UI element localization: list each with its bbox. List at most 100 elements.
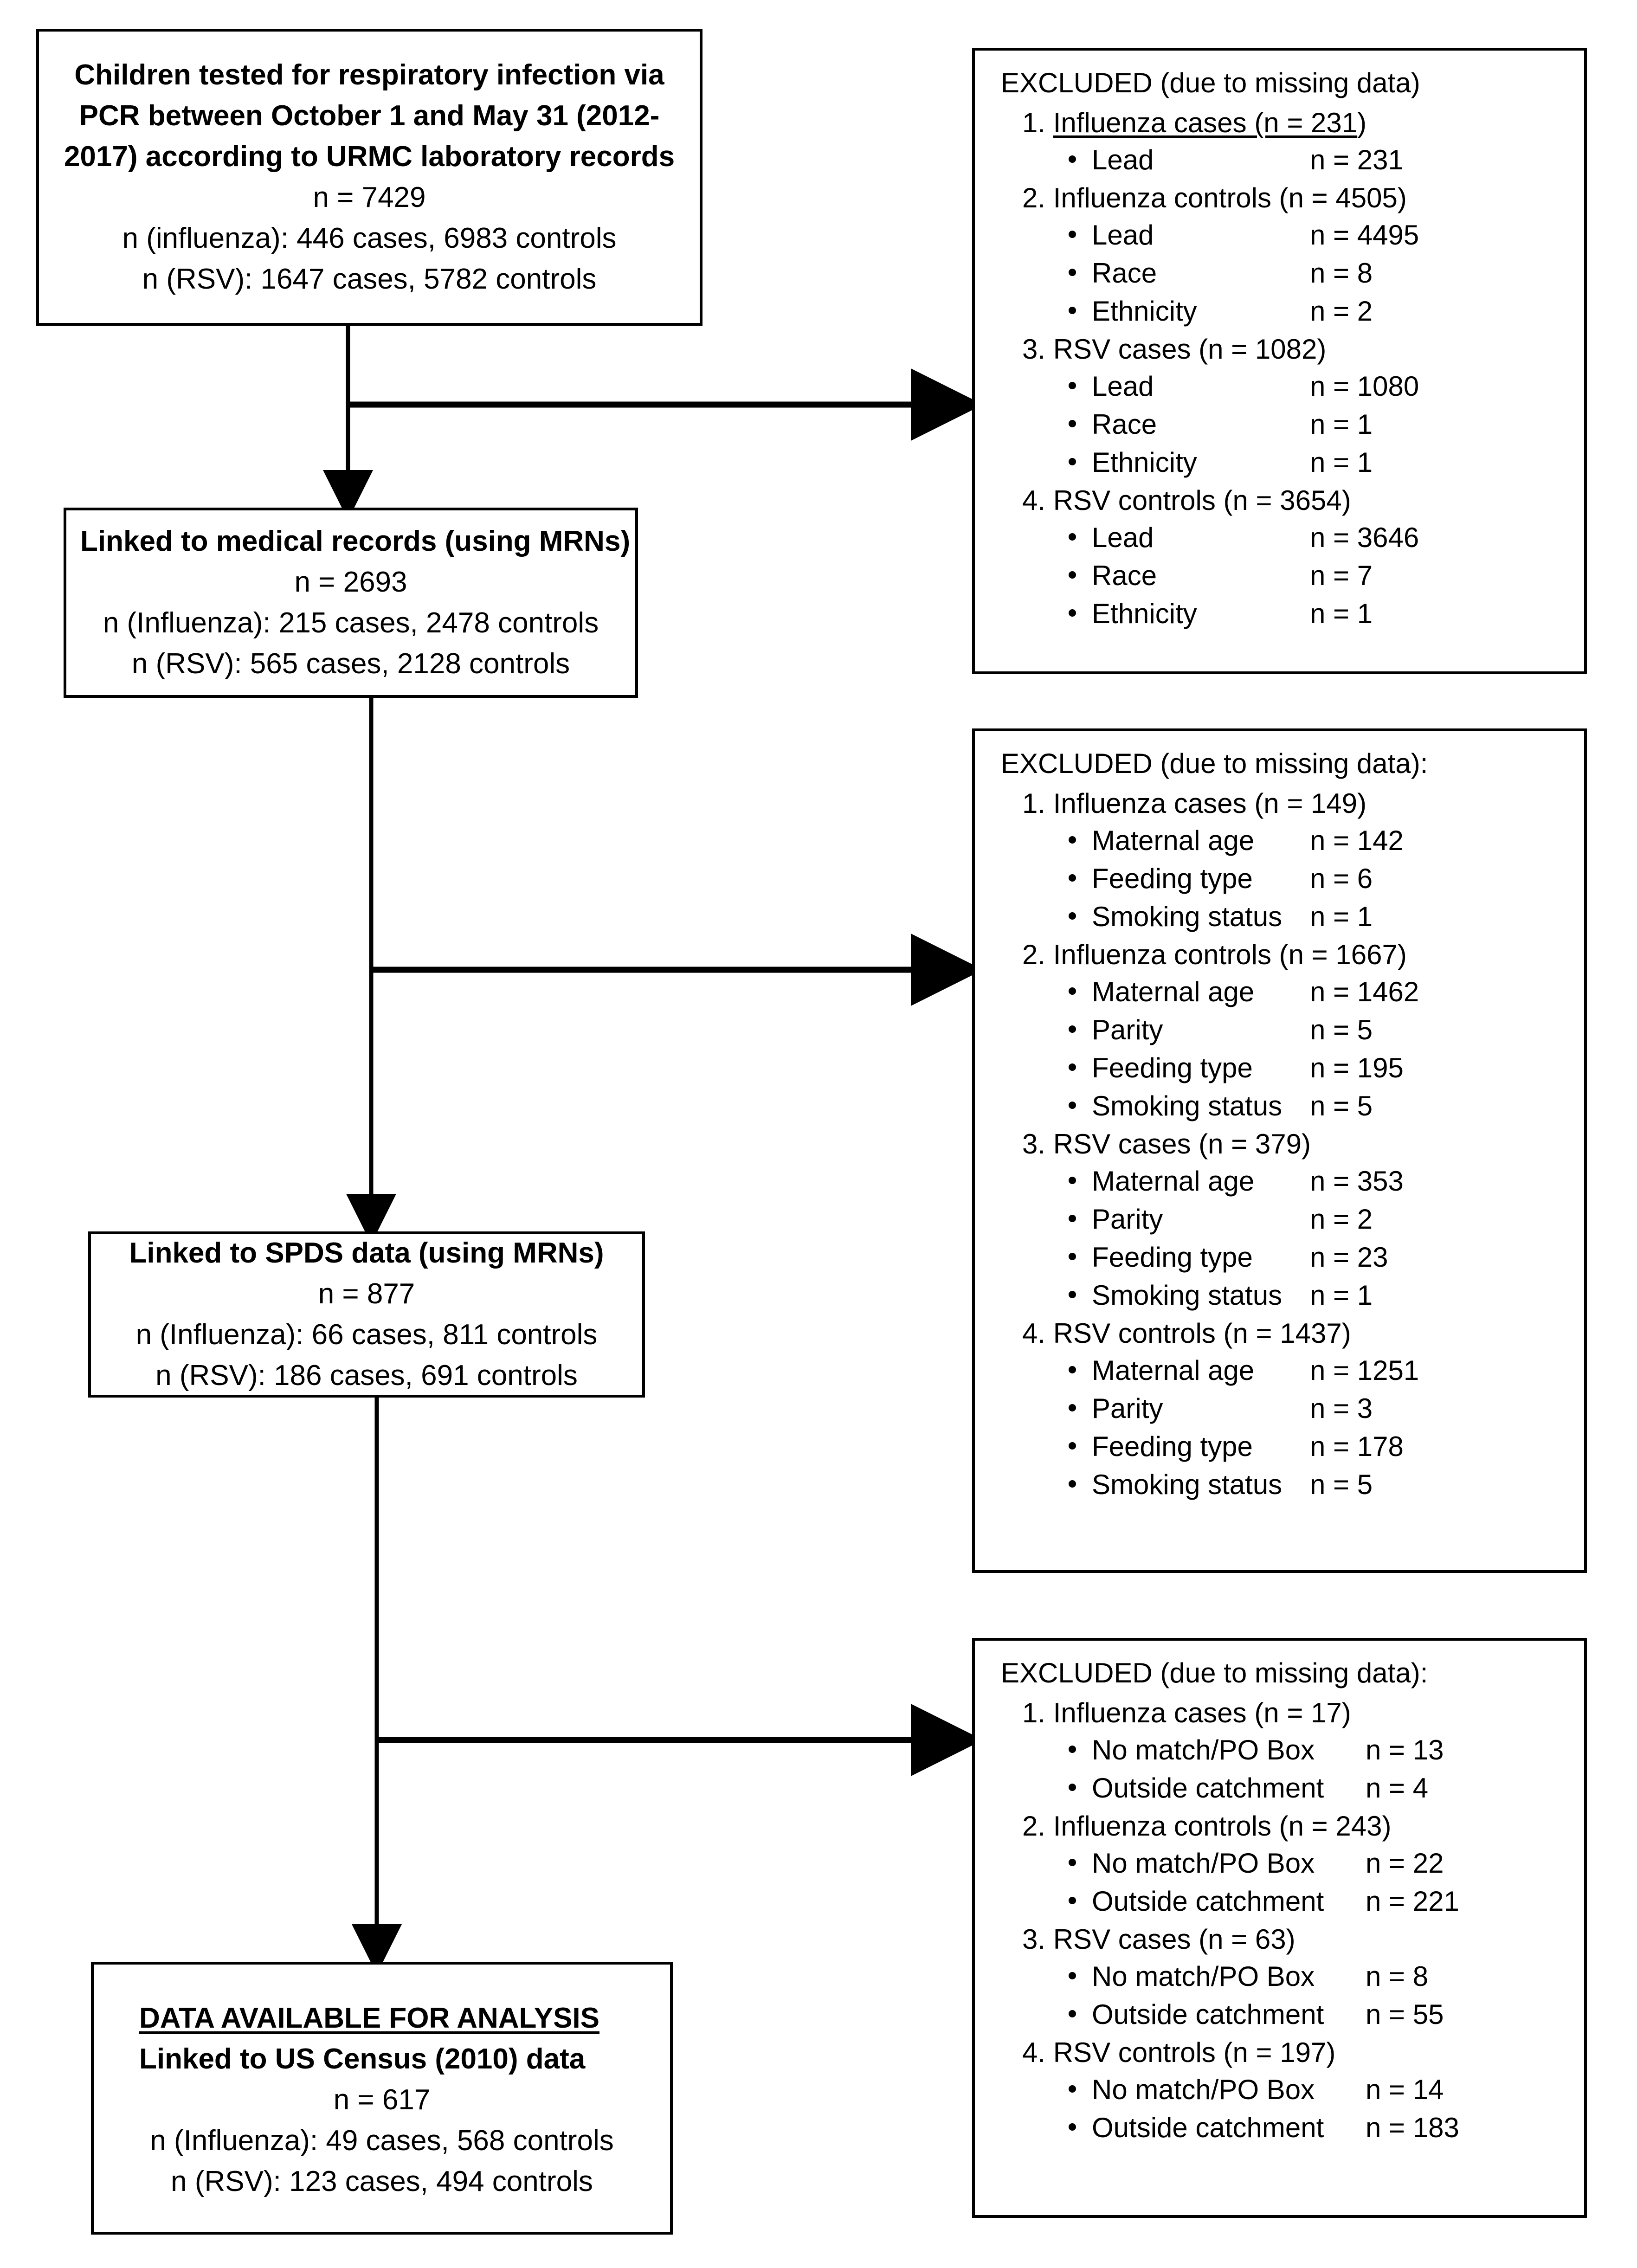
excluded-item: Smoking status n = 1: [1069, 903, 1584, 931]
excluded-item-label: Outside catchment: [1092, 1772, 1324, 1804]
excluded-item-label: Ethnicity: [1092, 296, 1197, 327]
excluded-item-count: n = 221: [1366, 1886, 1459, 1917]
excluded-item-count: n = 195: [1310, 1052, 1404, 1083]
excluded-item: Feeding type n = 178: [1069, 1433, 1584, 1461]
excluded-item-label: Maternal age: [1092, 1166, 1255, 1197]
excluded-group: 1. Influenza cases (n = 149) Maternal ag…: [1001, 790, 1584, 931]
excluded-item-count: n = 3646: [1310, 522, 1419, 553]
flow-line: PCR between October 1 and May 31 (2012-: [79, 99, 660, 132]
flow-box-data-available-for-analysis[interactable]: DATA AVAILABLE FOR ANALYSIS Linked to US…: [91, 1962, 673, 2235]
bullet-icon: [1069, 1291, 1076, 1298]
excluded-item: Lead n = 231: [1069, 146, 1584, 174]
excluded-box-1[interactable]: EXCLUDED (due to missing data) 1. Influe…: [972, 48, 1587, 674]
excluded-group: 1. Influenza cases (n = 17) No match/PO …: [1001, 1699, 1584, 1802]
excluded-item: Lead n = 1080: [1069, 373, 1584, 400]
excluded-item-count: n = 178: [1310, 1431, 1404, 1462]
excluded-item-count: n = 2: [1310, 1204, 1373, 1235]
bullet-icon: [1069, 987, 1076, 995]
flow-line-rsv: n (RSV): 1647 cases, 5782 controls: [142, 263, 597, 296]
excluded-item-count: n = 8: [1366, 1961, 1429, 1992]
excluded-item-label: Feeding type: [1092, 1052, 1253, 1083]
bullet-icon: [1069, 1972, 1076, 1979]
excluded-item: Outside catchment n = 55: [1069, 2001, 1584, 2029]
excluded-group: 2. Influenza controls (n = 243) No match…: [1001, 1812, 1584, 1915]
excluded-item-count: n = 1: [1310, 598, 1373, 629]
excluded-item-count: n = 4: [1366, 1772, 1429, 1804]
excluded-group-heading: 1. Influenza cases (n = 149): [1022, 788, 1367, 819]
excluded-group-heading: 2. Influenza controls (n = 4505): [1022, 182, 1407, 213]
excluded-item: Parity n = 2: [1069, 1205, 1584, 1233]
excluded-item-label: Parity: [1092, 1393, 1163, 1424]
excluded-item: Smoking status n = 5: [1069, 1471, 1584, 1499]
excluded-item: Ethnicity n = 2: [1069, 297, 1584, 325]
excluded-item-label: Smoking status: [1092, 1280, 1283, 1311]
excluded-item-label: No match/PO Box: [1092, 2074, 1315, 2105]
excluded-item: Parity n = 3: [1069, 1395, 1584, 1423]
excluded-group-heading: 4. RSV controls (n = 197): [1022, 2037, 1336, 2068]
excluded-item-label: No match/PO Box: [1092, 1848, 1315, 1879]
flow-line-count: n = 877: [318, 1277, 415, 1310]
excluded-item: Smoking status n = 1: [1069, 1282, 1584, 1309]
excluded-item-count: n = 22: [1366, 1848, 1444, 1879]
excluded-item-label: Maternal age: [1092, 976, 1255, 1007]
bullet-icon: [1069, 1897, 1076, 1904]
excluded-item: Outside catchment n = 221: [1069, 1888, 1584, 1915]
bullet-icon: [1069, 836, 1076, 844]
excluded-item-label: Smoking status: [1092, 1090, 1283, 1121]
flow-line: Children tested for respiratory infectio…: [74, 58, 664, 91]
excluded-group: 3. RSV cases (n = 379) Maternal age n = …: [1001, 1130, 1584, 1309]
flow-box-source-population[interactable]: Children tested for respiratory infectio…: [36, 29, 702, 326]
bullet-icon: [1069, 1025, 1076, 1033]
excluded-item-label: Ethnicity: [1092, 447, 1197, 478]
flow-line-rsv: n (RSV): 186 cases, 691 controls: [155, 1360, 578, 1392]
excluded-group-heading: 3. RSV cases (n = 63): [1022, 1924, 1295, 1955]
excluded-item-label: Maternal age: [1092, 825, 1255, 856]
flow-line-influenza: n (Influenza): 215 cases, 2478 controls: [103, 607, 599, 639]
flow-line-count: n = 2693: [294, 566, 407, 598]
excluded-item: No match/PO Box n = 8: [1069, 1963, 1584, 1991]
excluded-group: 2. Influenza controls (n = 1667) Materna…: [1001, 941, 1584, 1120]
bullet-icon: [1069, 1063, 1076, 1071]
bullet-icon: [1069, 2010, 1076, 2017]
flow-box-linked-medical-records[interactable]: Linked to medical records (using MRNs) n…: [64, 508, 638, 698]
flow-line-title: Linked to SPDS data (using MRNs): [129, 1237, 604, 1269]
excluded-item: No match/PO Box n = 13: [1069, 1736, 1584, 1764]
excluded-item: No match/PO Box n = 22: [1069, 1849, 1584, 1877]
bullet-icon: [1069, 1784, 1076, 1791]
excluded-group: 1. Influenza cases (n = 231) Lead n = 23…: [1001, 109, 1584, 174]
excluded-item-label: Feeding type: [1092, 1242, 1253, 1273]
bullet-icon: [1069, 1404, 1076, 1411]
flow-line: 2017) according to URMC laboratory recor…: [64, 140, 675, 173]
excluded-item-count: n = 142: [1310, 825, 1404, 856]
excluded-item-label: No match/PO Box: [1092, 1961, 1315, 1992]
bullet-icon: [1069, 1215, 1076, 1222]
excluded-item-count: n = 8: [1310, 258, 1373, 289]
excluded-item-label: Outside catchment: [1092, 1886, 1324, 1917]
bullet-icon: [1069, 1366, 1076, 1373]
excluded-item-label: Race: [1092, 258, 1157, 289]
excluded-item: Feeding type n = 6: [1069, 865, 1584, 893]
bullet-icon: [1069, 874, 1076, 882]
excluded-item-count: n = 1251: [1310, 1355, 1419, 1386]
excluded-item-count: n = 5: [1310, 1014, 1373, 1045]
bullet-icon: [1069, 571, 1076, 579]
flow-line-title: Linked to medical records (using MRNs): [80, 525, 631, 557]
excluded-box-2[interactable]: EXCLUDED (due to missing data): 1. Influ…: [972, 728, 1587, 1573]
excluded-box-3[interactable]: EXCLUDED (due to missing data): 1. Influ…: [972, 1638, 1587, 2218]
excluded-group: 3. RSV cases (n = 63) No match/PO Box n …: [1001, 1926, 1584, 2029]
excluded-item-label: Parity: [1092, 1014, 1163, 1045]
excluded-item-count: n = 13: [1366, 1734, 1444, 1765]
bullet-icon: [1069, 533, 1076, 541]
flow-box-linked-spds-data[interactable]: Linked to SPDS data (using MRNs) n = 877…: [88, 1231, 645, 1398]
excluded-group: 4. RSV controls (n = 197) No match/PO Bo…: [1001, 2039, 1584, 2142]
excluded-title: EXCLUDED (due to missing data): [1001, 67, 1420, 98]
bullet-icon: [1069, 2085, 1076, 2093]
excluded-item-label: Lead: [1092, 522, 1154, 553]
excluded-item: Outside catchment n = 183: [1069, 2114, 1584, 2142]
excluded-item-label: Lead: [1092, 219, 1154, 251]
excluded-group: 3. RSV cases (n = 1082) Lead n = 1080 Ra…: [1001, 335, 1584, 477]
excluded-item: Ethnicity n = 1: [1069, 600, 1584, 628]
bullet-icon: [1069, 420, 1076, 427]
excluded-item-count: n = 2: [1310, 296, 1373, 327]
